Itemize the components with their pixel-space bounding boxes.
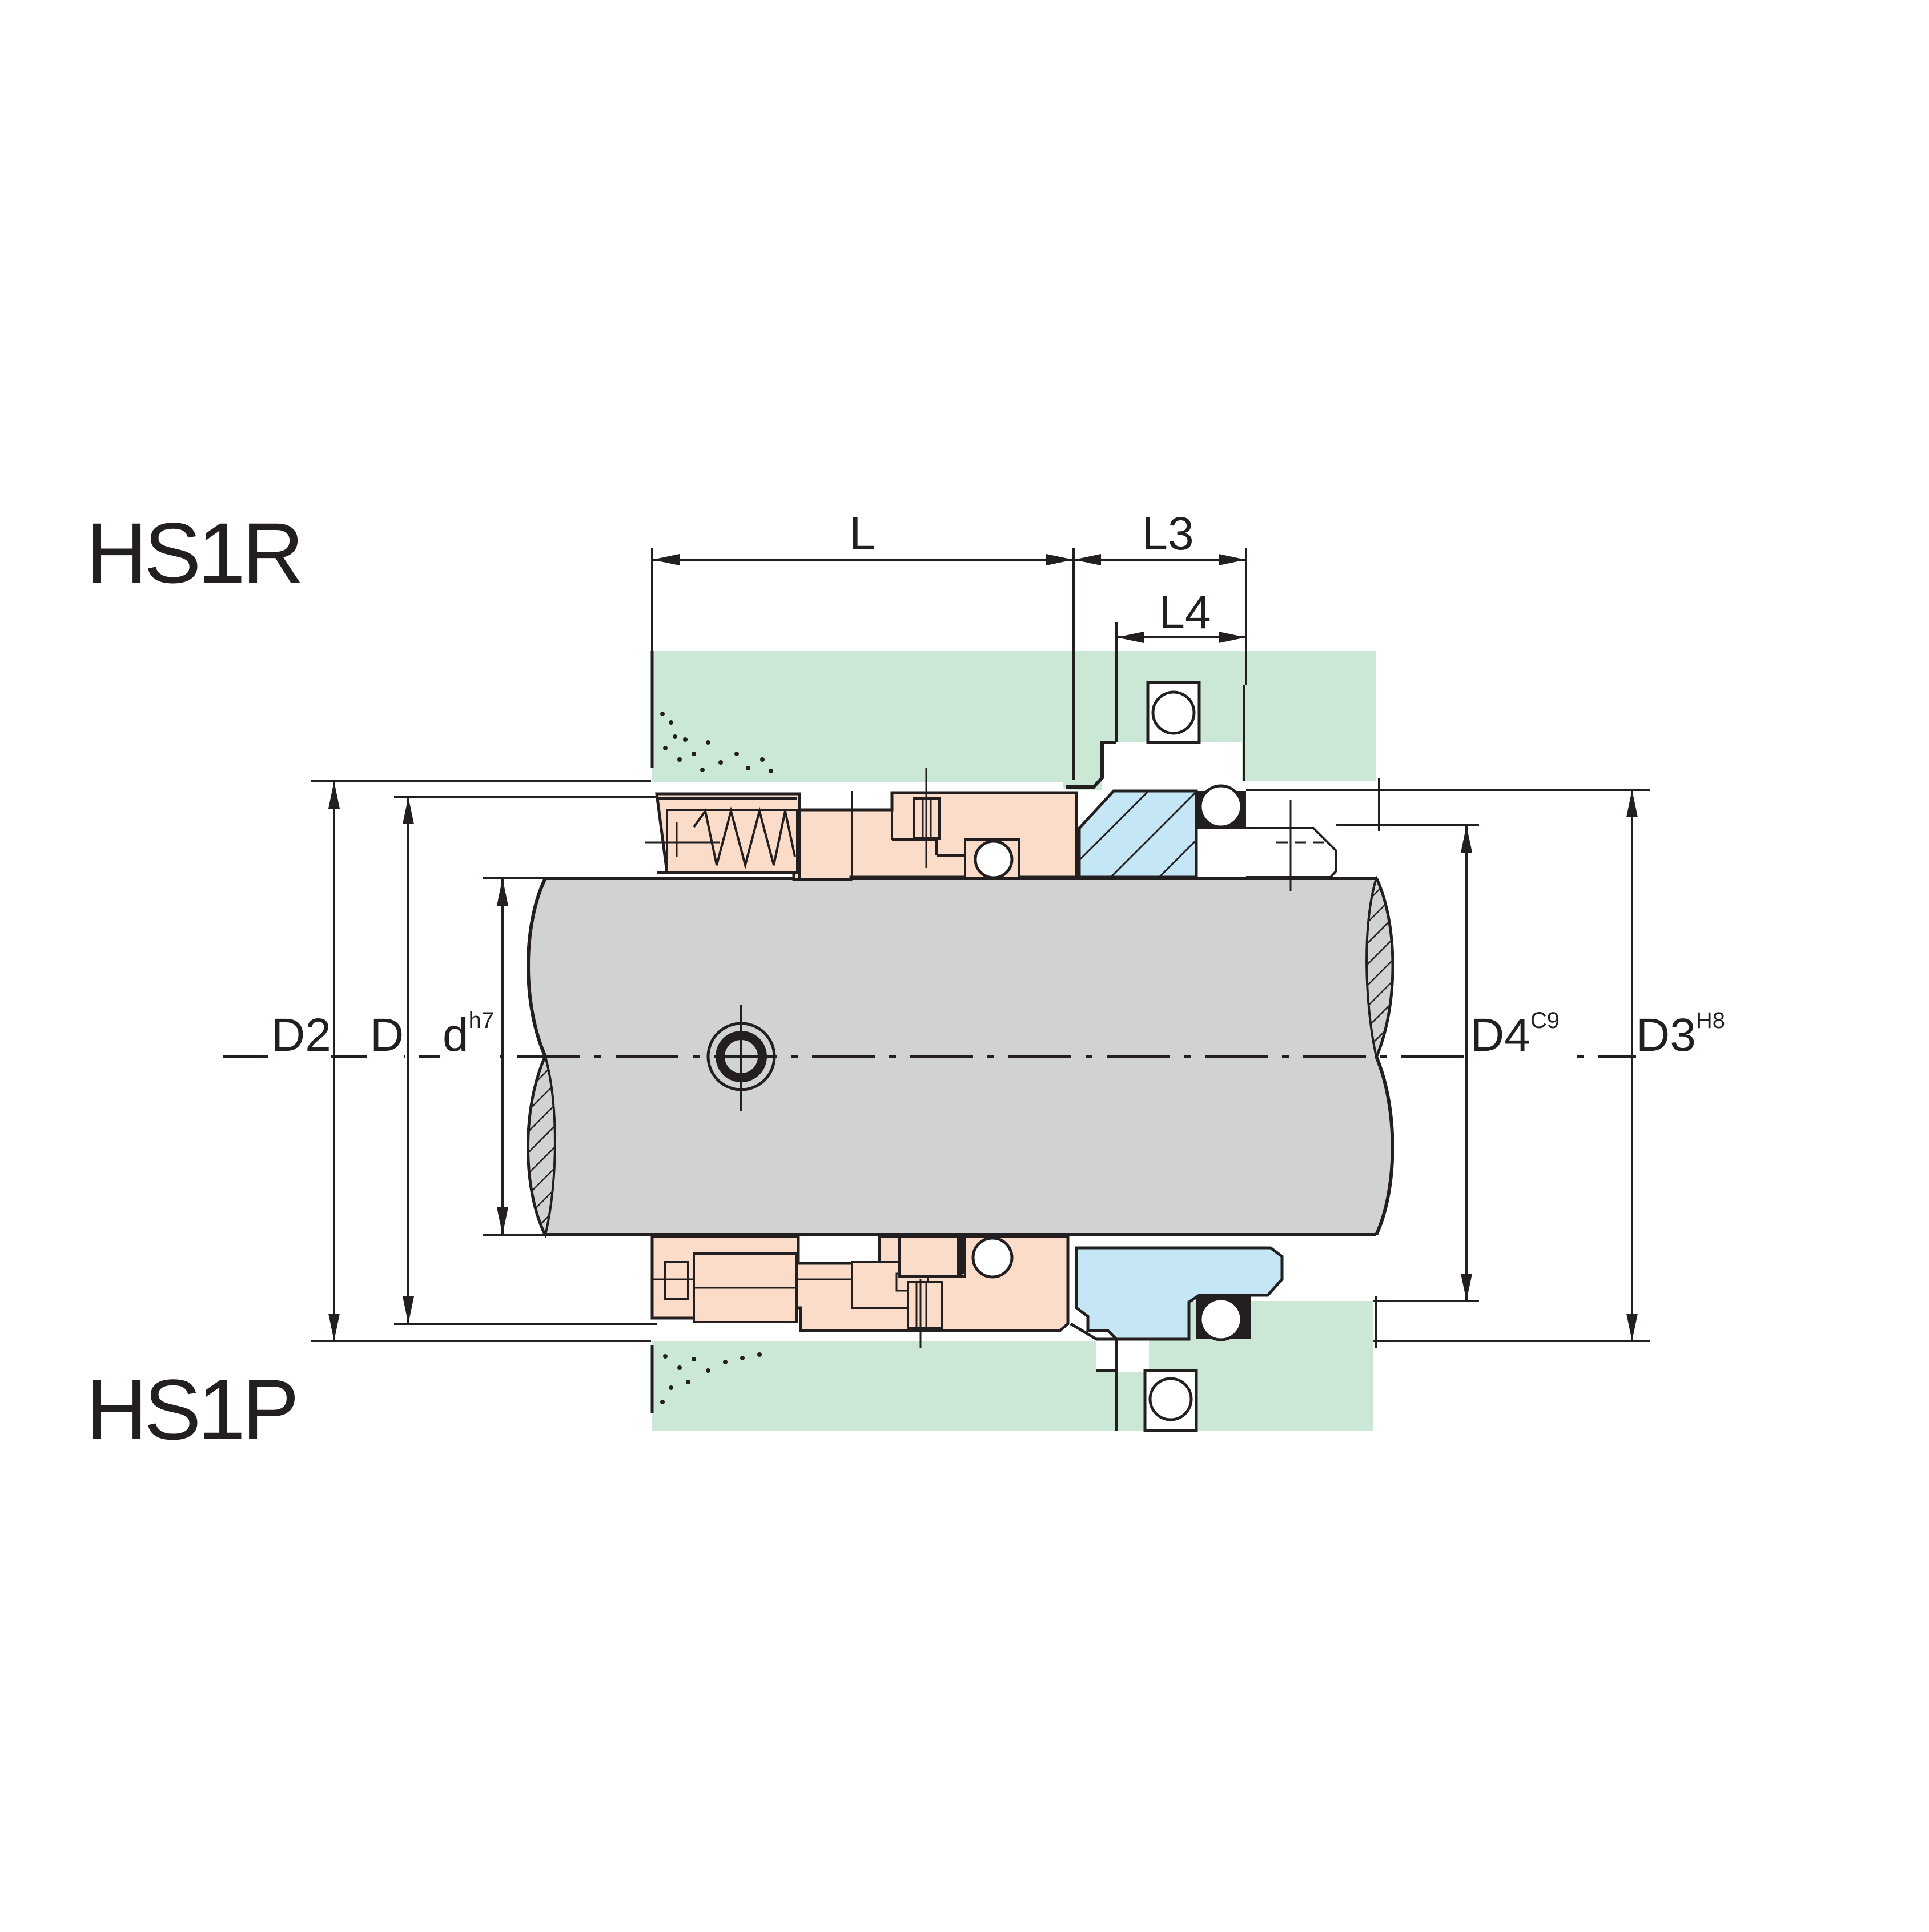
label-d-shaft: dh7 xyxy=(443,1008,494,1061)
label-d3: D3H8 xyxy=(1636,1008,1725,1061)
label-l4: L4 xyxy=(1159,587,1211,638)
model-title-hs1p: HS1P xyxy=(86,1361,296,1457)
dimension-lines xyxy=(311,548,1650,1342)
housing-upper xyxy=(650,651,1376,790)
seal-head-upper xyxy=(645,768,1078,881)
label-l: L xyxy=(849,508,875,560)
label-l3: L3 xyxy=(1142,508,1193,560)
model-title-hs1r: HS1R xyxy=(86,505,300,601)
housing-oring-lower xyxy=(1143,1369,1198,1432)
label-d2: D2 xyxy=(271,1009,331,1061)
seat-upper xyxy=(1078,784,1337,891)
label-d4: D4C9 xyxy=(1470,1008,1560,1061)
label-d: D xyxy=(370,1009,404,1061)
housing-texture xyxy=(660,712,773,1404)
seat-lower xyxy=(1070,1246,1284,1372)
housing-oring-upper xyxy=(1146,681,1201,744)
seal-head-lower xyxy=(650,1235,1070,1348)
